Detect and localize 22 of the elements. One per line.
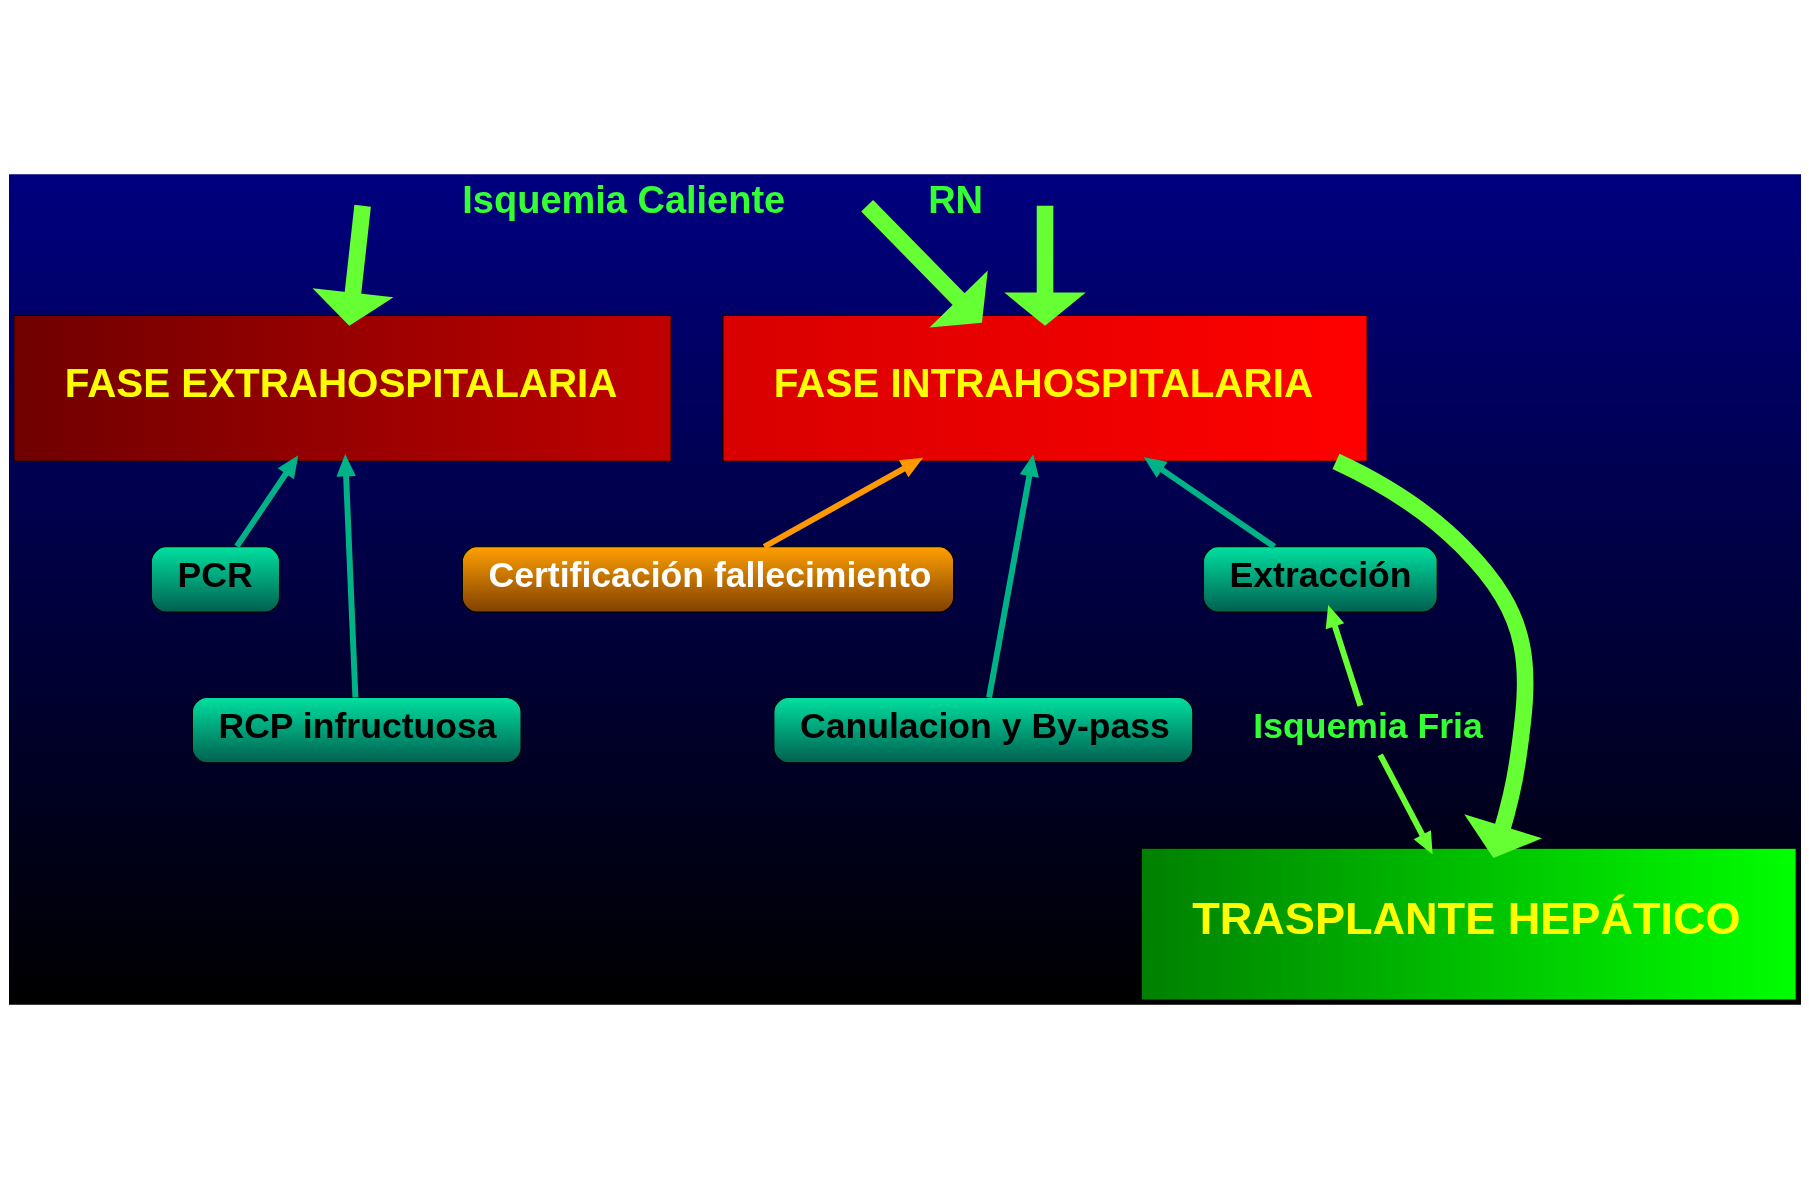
node-box: Certificación fallecimiento — [461, 545, 954, 613]
arrow — [1325, 604, 1363, 707]
node-box: Canulacion y By-pass — [772, 696, 1193, 763]
node-box: FASE EXTRAHOSPITALARIA — [12, 314, 672, 462]
node-text: Isquemia Fria — [1252, 705, 1483, 746]
node-box: FASE INTRAHOSPITALARIA — [721, 314, 1368, 462]
arrow — [860, 199, 988, 328]
arrow — [1377, 752, 1433, 854]
label: RN — [927, 178, 983, 221]
label: Isquemia Caliente — [461, 178, 785, 221]
arrow — [985, 453, 1039, 698]
node-box: Extracción — [1202, 545, 1438, 613]
node-box: RCP infructuosa — [191, 696, 522, 763]
node-box: PCR — [150, 545, 280, 613]
arrow — [1003, 205, 1086, 326]
arrow — [762, 457, 923, 549]
arrow — [1331, 453, 1542, 858]
arrow — [335, 453, 358, 698]
arrow — [311, 204, 393, 326]
node-box: TRASPLANTE HEPÁTICO — [1140, 847, 1797, 1001]
arrow — [233, 454, 298, 548]
arrow — [1143, 456, 1276, 549]
